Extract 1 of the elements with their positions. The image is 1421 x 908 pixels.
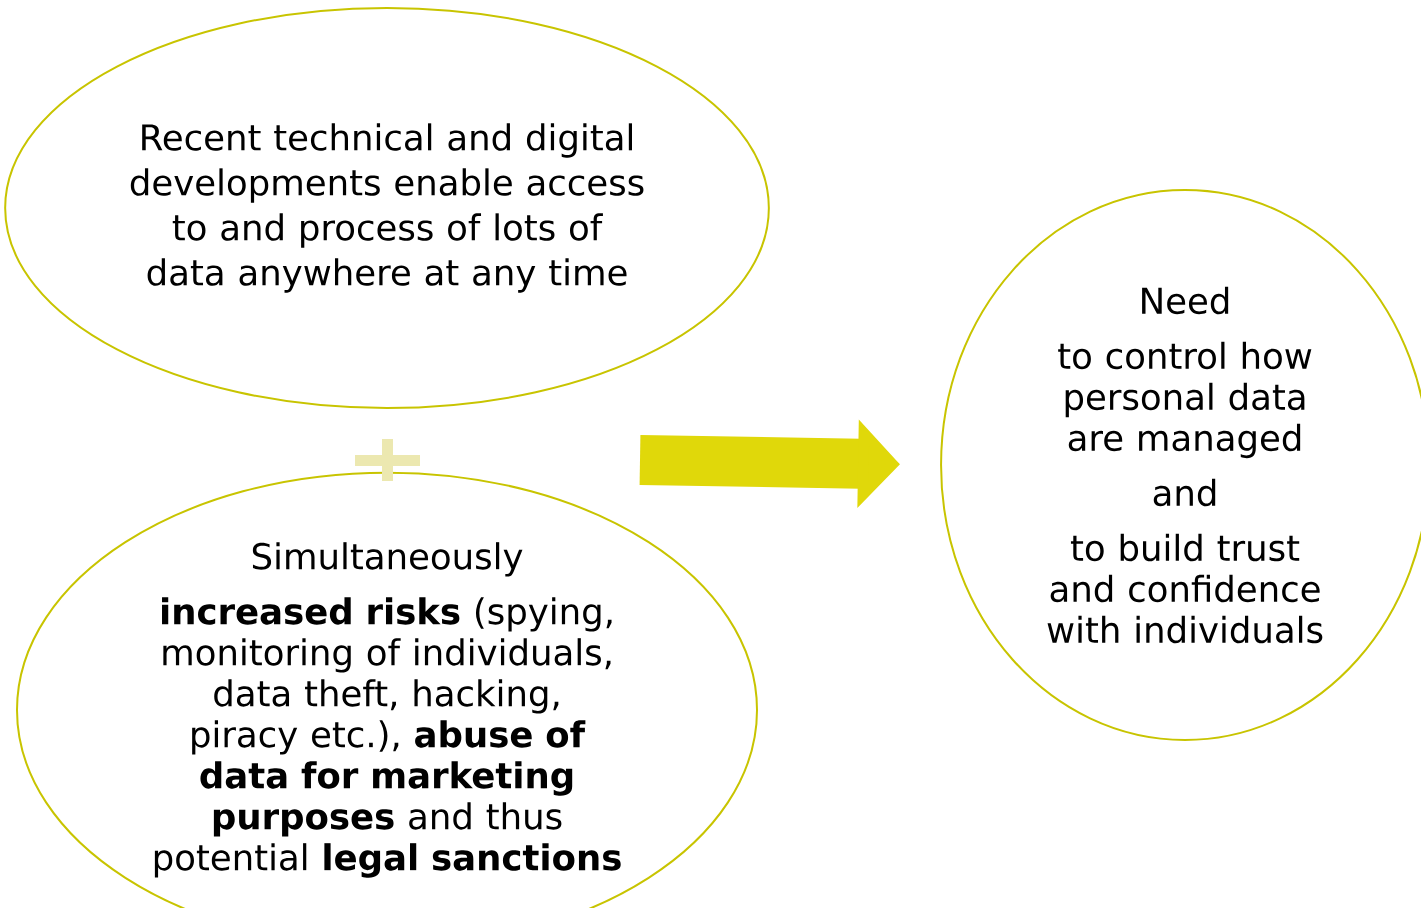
ellipse-node: Recent technical and digital developments enable access to and process of lots of data anywhere at any time: [4, 7, 770, 409]
